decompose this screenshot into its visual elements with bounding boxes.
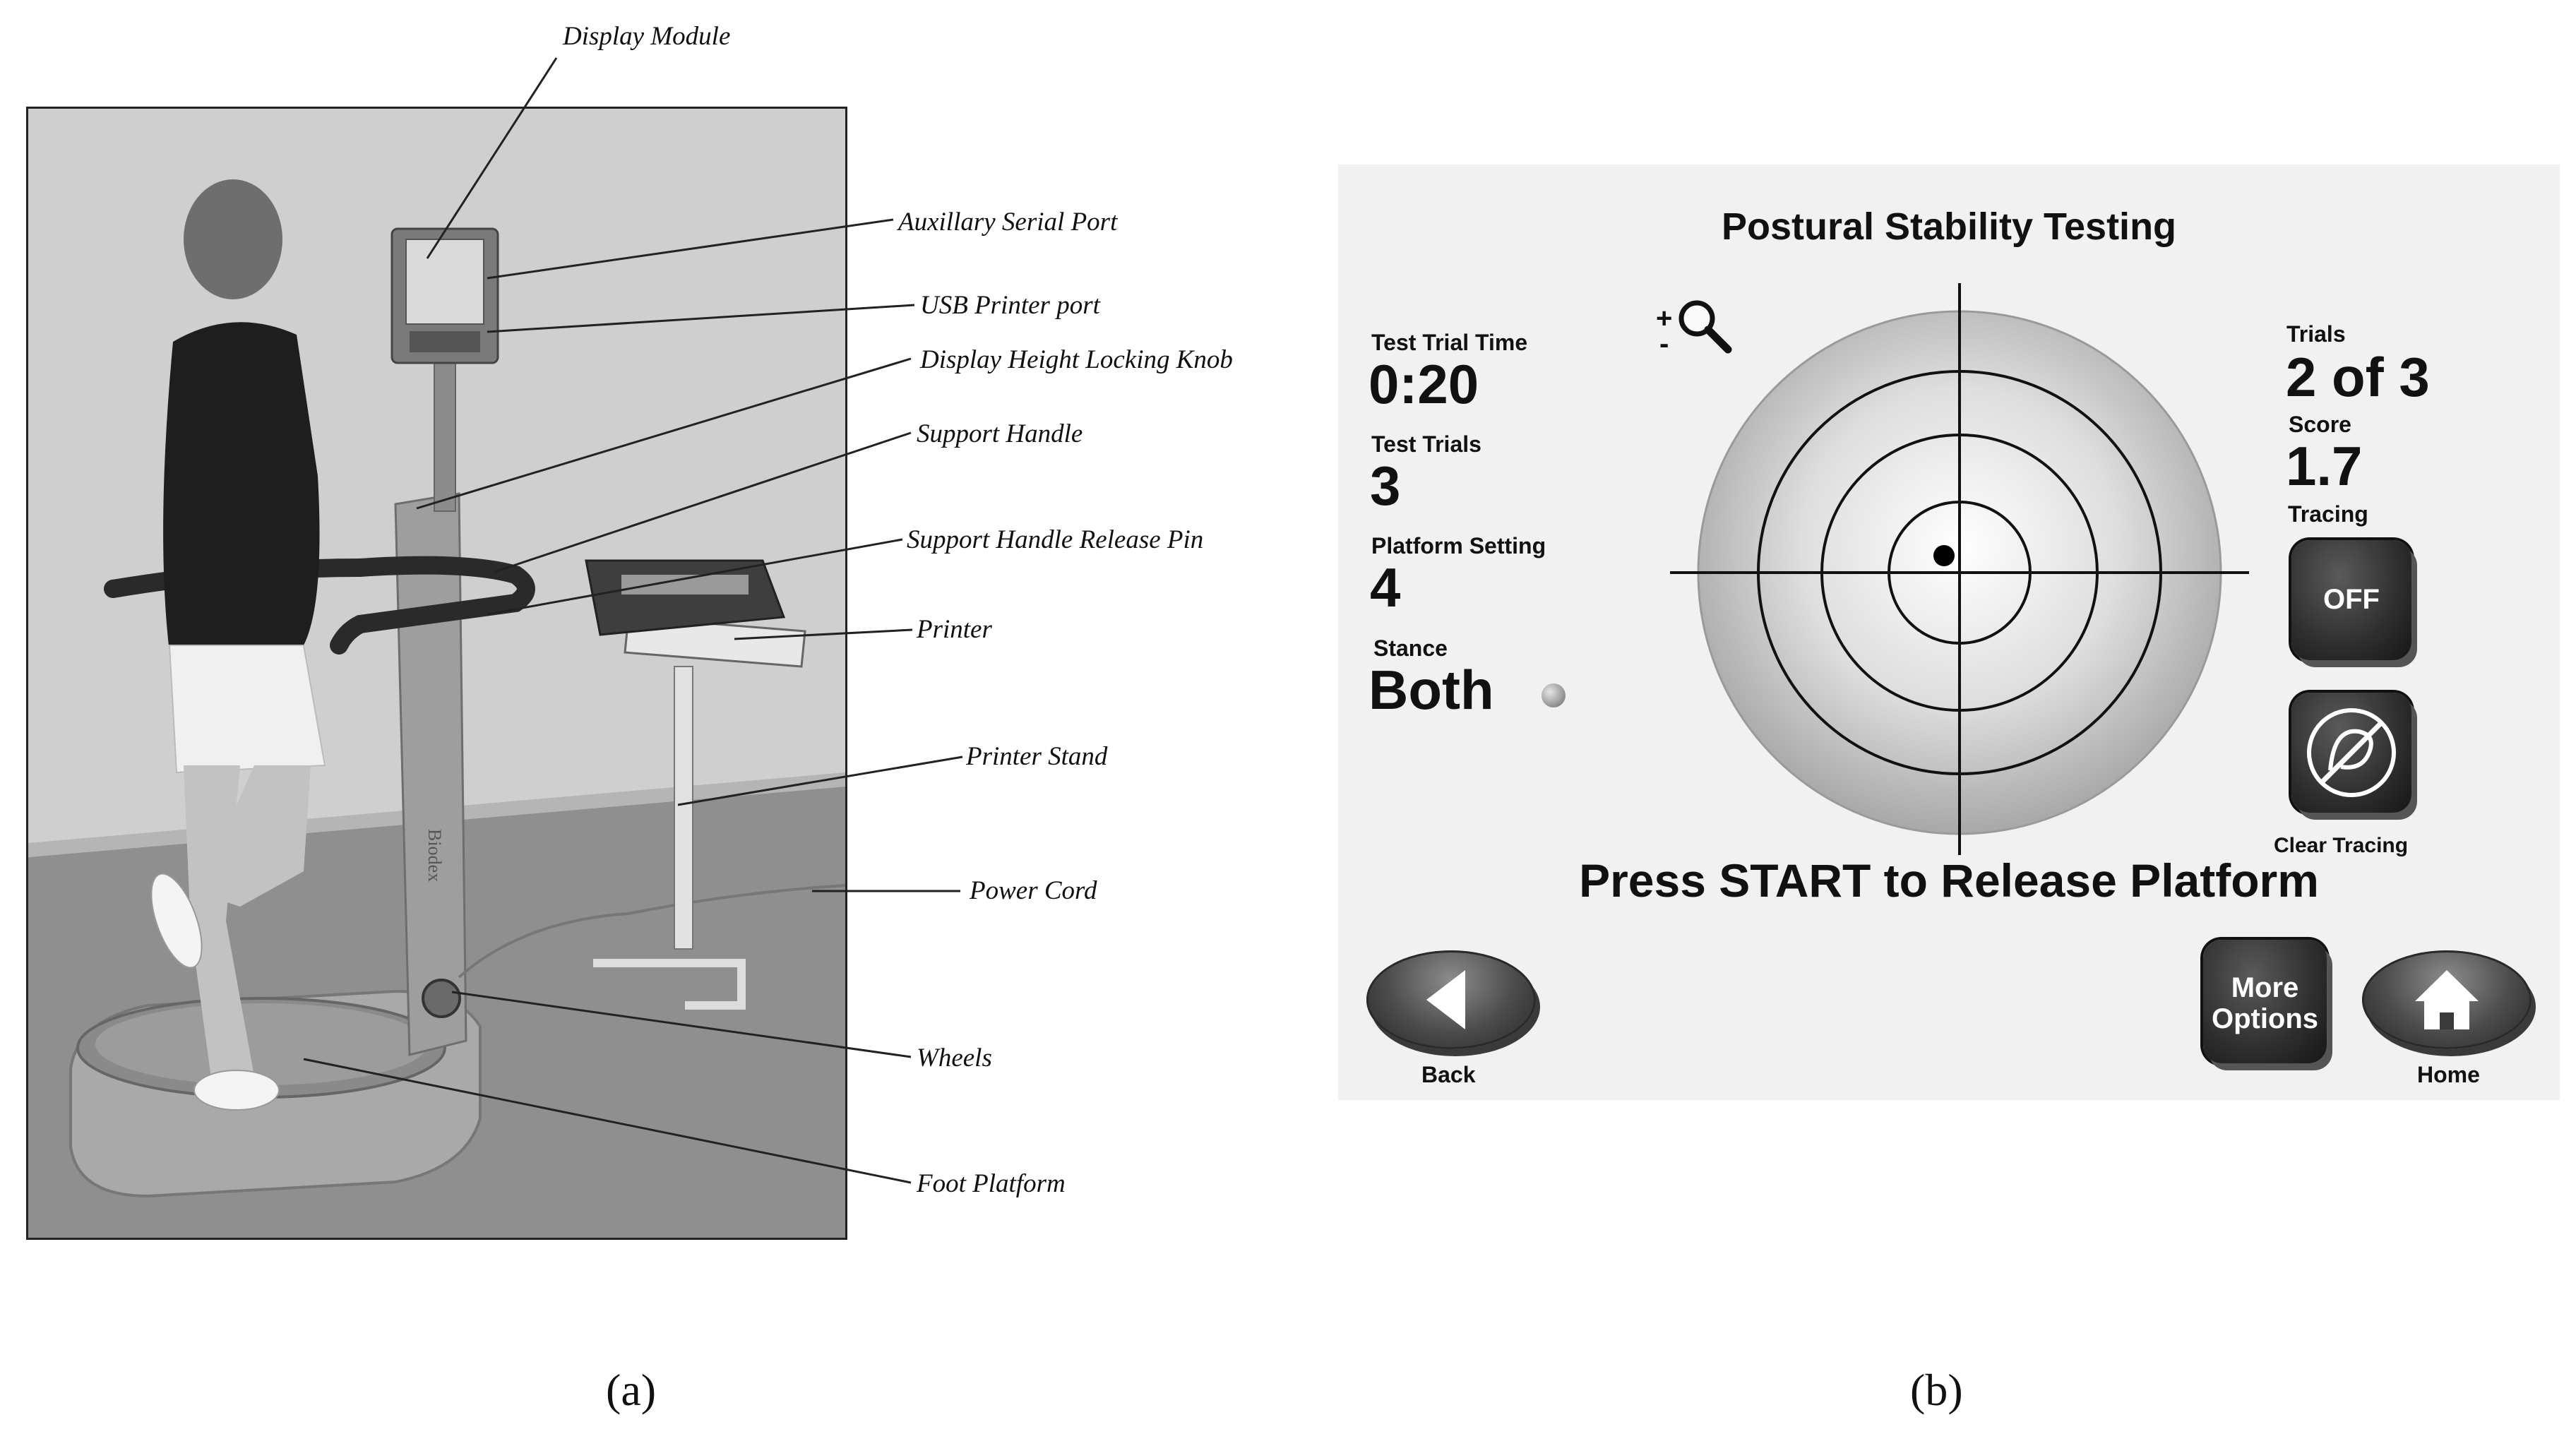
- tracing-label: Tracing: [2288, 501, 2368, 527]
- test-trial-time-value: 0:20: [1368, 353, 1479, 415]
- trials-value: 2 of 3: [2286, 346, 2430, 408]
- home-icon: [2415, 970, 2479, 1029]
- back-button[interactable]: [1366, 950, 1536, 1049]
- score-value: 1.7: [2286, 435, 2363, 497]
- test-trials-value: 3: [1370, 455, 1401, 517]
- zoom-minus-label[interactable]: -: [1659, 328, 1669, 359]
- stance-value: Both: [1368, 659, 1494, 721]
- screen-title: Postural Stability Testing: [1721, 205, 2177, 248]
- callout-support-handle-release-pin: Support Handle Release Pin: [907, 525, 1204, 554]
- platform-setting-label: Platform Setting: [1371, 533, 1546, 558]
- callout-support-handle: Support Handle: [917, 419, 1083, 448]
- callout-auxillary-serial-port: Auxillary Serial Port: [898, 208, 1118, 237]
- clear-tracing-button[interactable]: [2291, 693, 2411, 813]
- zoom-magnifier-icon[interactable]: [1676, 297, 1732, 354]
- stance-indicator-icon: [1542, 683, 1566, 707]
- clear-tracing-label: Clear Tracing: [2274, 834, 2409, 857]
- balance-system-photo: [28, 109, 845, 1238]
- callout-display-module: Display Module: [563, 22, 731, 51]
- callout-printer-stand: Printer Stand: [966, 742, 1108, 771]
- home-button[interactable]: [2362, 950, 2532, 1049]
- stance-label: Stance: [1373, 635, 1448, 661]
- callout-display-height-locking-knob: Display Height Locking Knob: [920, 345, 1233, 374]
- zoom-plus-label[interactable]: +: [1656, 303, 1673, 334]
- home-label: Home: [2417, 1062, 2480, 1087]
- more-options-label-line1: More: [2231, 972, 2299, 1003]
- test-trial-time-label: Test Trial Time: [1371, 330, 1528, 355]
- back-arrow-icon: [1426, 970, 1465, 1029]
- platform-setting-value: 4: [1370, 556, 1401, 619]
- back-label: Back: [1421, 1062, 1476, 1087]
- device-photo: Biodex: [26, 107, 847, 1240]
- score-label: Score: [2289, 412, 2351, 437]
- stability-target: [1670, 283, 2249, 855]
- tracing-toggle-button[interactable]: OFF: [2291, 540, 2411, 660]
- callout-usb-printer-port: USB Printer port: [920, 291, 1100, 320]
- caption-b: (b): [1910, 1365, 1963, 1415]
- callout-foot-platform: Foot Platform: [917, 1169, 1066, 1198]
- start-instruction: Press START to Release Platform: [1579, 854, 2319, 907]
- tracing-toggle-label: OFF: [2323, 584, 2380, 615]
- more-options-label-line2: Options: [2211, 1003, 2319, 1034]
- postural-stability-screen: Postural Stability Testing Test Trial Ti…: [1338, 165, 2560, 1100]
- callout-power-cord: Power Cord: [970, 876, 1097, 905]
- clear-tracing-icon: [2307, 708, 2396, 797]
- test-trials-label: Test Trials: [1371, 431, 1481, 457]
- caption-a: (a): [606, 1365, 657, 1415]
- callout-wheels: Wheels: [917, 1044, 992, 1072]
- more-options-button[interactable]: More Options: [2203, 940, 2327, 1063]
- center-of-pressure-dot: [1933, 545, 1955, 566]
- callout-printer: Printer: [917, 615, 992, 644]
- device-brand-label: Biodex: [424, 829, 445, 883]
- trials-label: Trials: [2286, 321, 2346, 347]
